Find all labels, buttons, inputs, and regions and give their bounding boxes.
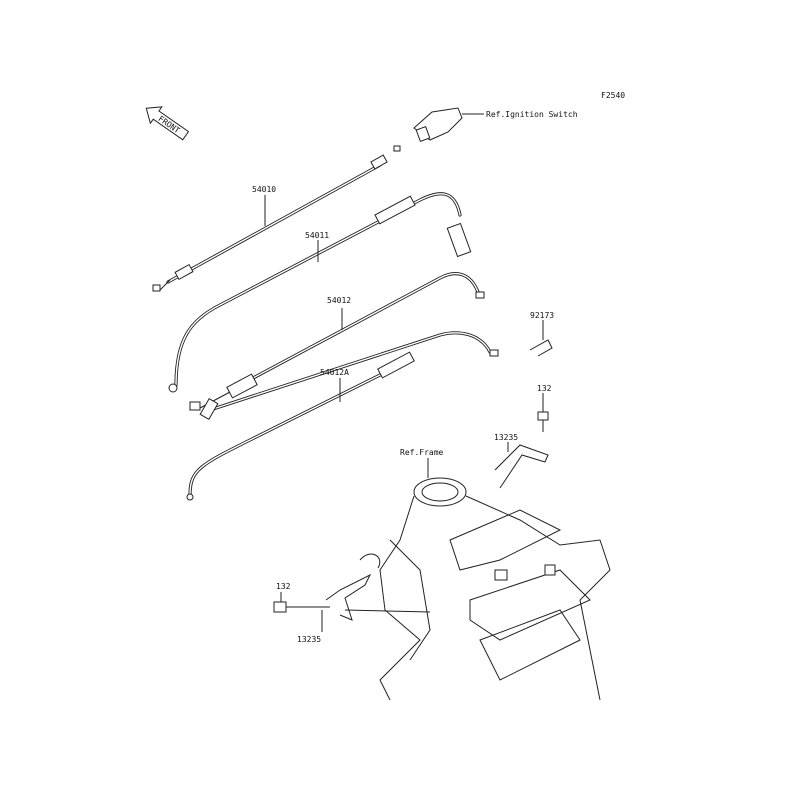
label-54010: 54010 [252,185,276,194]
label-92173: 92173 [530,311,554,320]
diagram-code: F2540 [601,91,625,100]
label-132-bottom: 132 [276,582,291,591]
cable-54012A [186,331,499,501]
cable-54010 [152,145,401,292]
label-ignition-switch: Ref.Ignition Switch [486,110,578,119]
bracket-13235-bottom [321,573,431,632]
cable-54012 [189,272,485,411]
label-54012: 54012 [327,296,351,305]
bolt-132-top [537,393,549,432]
bracket-13235-top [494,442,549,489]
label-13235-top: 13235 [494,433,518,442]
front-arrow-icon: FRONT [145,106,190,141]
label-54011: 54011 [305,231,329,240]
label-132-top: 132 [537,384,552,393]
label-frame: Ref.Frame [400,448,444,457]
svg-text:FRONT: FRONT [157,114,182,135]
frame-part [359,458,611,701]
label-13235-bottom: 13235 [297,635,321,644]
clip-92173 [529,320,553,357]
ignition-switch-part [413,107,484,142]
label-54012A: 54012A [320,368,349,377]
bolt-132-bottom [273,592,330,613]
cable-54011 [168,192,472,393]
